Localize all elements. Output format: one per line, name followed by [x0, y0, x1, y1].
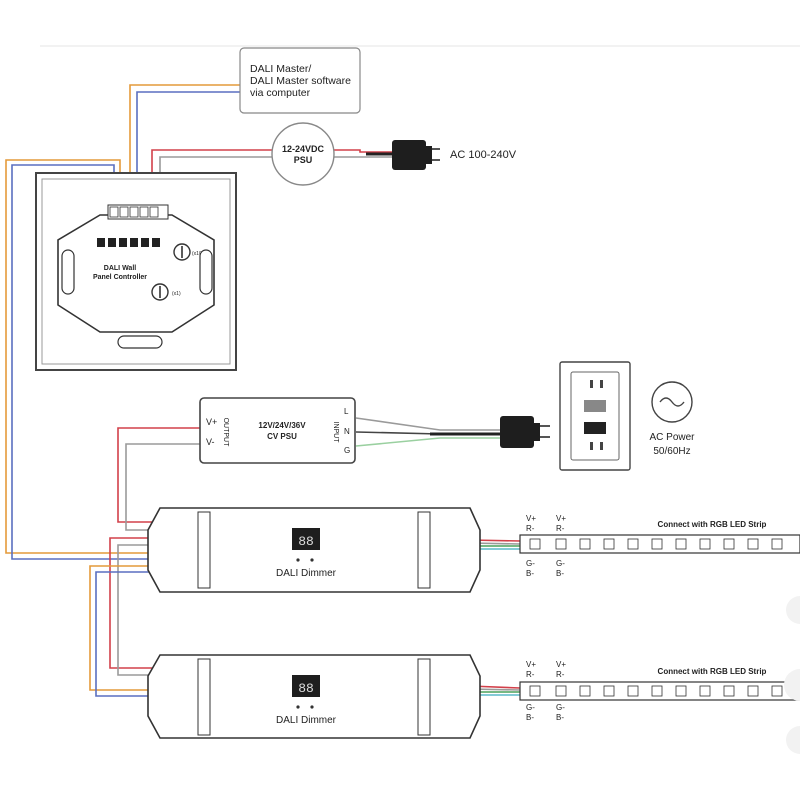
- wall-panel-line2: Panel Controller: [93, 274, 147, 281]
- small-psu: 12-24VDC PSU: [271, 122, 335, 186]
- dali-dimmer-2: 88 DALI Dimmer: [147, 654, 481, 739]
- strip2-pin-r-a: R-: [526, 670, 535, 679]
- strip1-pin-g-b: G-: [556, 559, 565, 568]
- led-strip-1: Connect with RGB LED Strip V+ V+ R- R- G…: [519, 514, 800, 578]
- small-psu-line2: PSU: [294, 155, 313, 165]
- led-strip-2: Connect with RGB LED Strip V+ V+ R- R- G…: [519, 660, 800, 722]
- cv-psu-n: N: [344, 427, 350, 436]
- strip2-leds: [529, 685, 783, 697]
- cv-psu-vminus: V-: [206, 437, 215, 447]
- wall-panel-line1: DALI Wall: [104, 265, 136, 272]
- strip1-title: Connect with RGB LED Strip: [658, 520, 767, 529]
- cv-psu: V+ V- OUTPUT 12V/24V/36V CV PSU INPUT L …: [199, 397, 356, 464]
- strip2-pin-vplus-b: V+: [556, 660, 566, 669]
- wire-psu-ac-red: [334, 149, 392, 153]
- wire-d1-d2-orange: [89, 565, 198, 691]
- wire-cv-in-1: [355, 417, 500, 431]
- strip1-pin-r-a: R-: [526, 524, 535, 533]
- dali-master-line2: DALI Master software: [250, 75, 351, 87]
- wire-dali-master-blue: [136, 91, 240, 210]
- cv-psu-vplus: V+: [206, 417, 217, 427]
- dimmer2-label: DALI Dimmer: [276, 715, 337, 726]
- cv-psu-line2: CV PSU: [267, 432, 297, 441]
- strip1-pin-b-a: B-: [526, 569, 534, 578]
- strip2-pin-r-b: R-: [556, 670, 565, 679]
- strip2-pin-g-b: G-: [556, 703, 565, 712]
- wall-panel-controller: (x10) (x1) DALI Wall Panel Controller: [35, 172, 237, 371]
- edge-decor: [784, 596, 800, 754]
- cv-psu-l: L: [344, 407, 349, 416]
- dali-master-line1: DALI Master/: [250, 63, 311, 75]
- knob1-label: (x10): [192, 251, 204, 257]
- cv-psu-input: INPUT: [332, 422, 339, 444]
- dimmer2-display: 88: [298, 681, 314, 696]
- strip1-leds: [529, 538, 783, 550]
- ac-power-line1: AC Power: [649, 432, 695, 443]
- ac-plug-top-label: AC 100-240V: [450, 149, 517, 161]
- cv-psu-output: OUTPUT: [222, 418, 229, 448]
- wire-cv-in-3: [355, 437, 500, 447]
- ac-plug-mid: [500, 416, 550, 448]
- strip2-pin-g-a: G-: [526, 703, 535, 712]
- wire-dali-master-orange: [129, 84, 240, 210]
- strip2-pin-b-a: B-: [526, 713, 534, 722]
- strip2-pin-b-b: B-: [556, 713, 564, 722]
- dimmer1-label: DALI Dimmer: [276, 568, 337, 579]
- cv-psu-line1: 12V/24V/36V: [258, 421, 306, 430]
- dali-master-box: DALI Master/ DALI Master software via co…: [239, 47, 361, 114]
- cv-psu-g: G: [344, 446, 350, 455]
- strip1-pin-g-a: G-: [526, 559, 535, 568]
- ac-plug-top: AC 100-240V: [392, 140, 517, 170]
- ac-power-symbol: AC Power 50/60Hz: [649, 381, 695, 457]
- small-psu-line1: 12-24VDC: [282, 144, 325, 154]
- strip2-title: Connect with RGB LED Strip: [658, 667, 767, 676]
- wire-d1-d2-blue: [95, 571, 198, 697]
- ac-power-line2: 50/60Hz: [653, 446, 690, 457]
- strip1-pin-r-b: R-: [556, 524, 565, 533]
- wall-outlet: [559, 361, 631, 471]
- dali-master-line3: via computer: [250, 87, 311, 99]
- dali-dimmer-1: 88 DALI Dimmer: [147, 507, 481, 593]
- dimmer1-display: 88: [298, 534, 314, 549]
- strip2-pin-vplus-a: V+: [526, 660, 536, 669]
- strip1-pin-vplus-b: V+: [556, 514, 566, 523]
- strip1-pin-vplus-a: V+: [526, 514, 536, 523]
- knob2-label: (x1): [172, 291, 181, 297]
- strip1-pin-b-b: B-: [556, 569, 564, 578]
